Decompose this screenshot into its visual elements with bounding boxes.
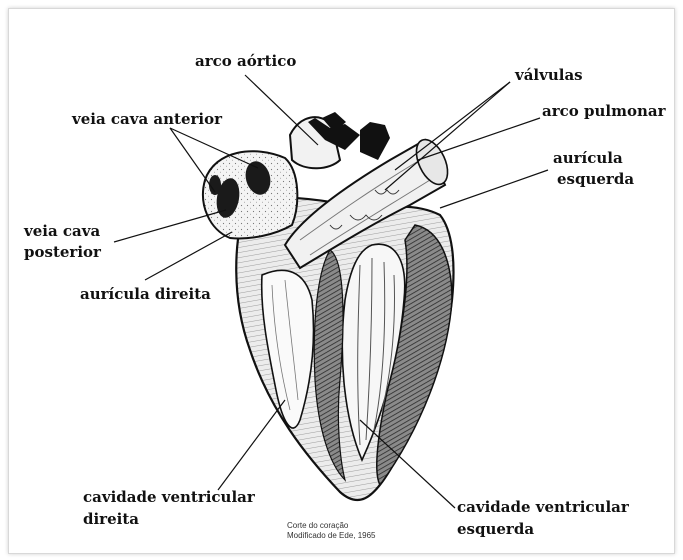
label-auricula-direita: aurícula direita xyxy=(80,285,211,304)
label-veia-cava-anterior: veia cava anterior xyxy=(72,110,222,129)
label-auricula-esquerda-1: aurícula xyxy=(553,149,623,168)
label-cavidade-ventricular-direita-1: cavidade ventricular xyxy=(83,488,255,507)
label-veia-cava-posterior-1: veia cava xyxy=(24,222,100,241)
caption-line-1: Corte do coração xyxy=(287,521,348,531)
label-valvulas: válvulas xyxy=(515,66,583,85)
label-veia-cava-posterior-2: posterior xyxy=(24,243,101,262)
label-arco-pulmonar: arco pulmonar xyxy=(542,102,665,121)
label-cavidade-ventricular-esquerda-1: cavidade ventricular xyxy=(457,498,629,517)
label-arco-aortico: arco aórtico xyxy=(195,52,296,71)
label-auricula-esquerda-2: esquerda xyxy=(557,170,634,189)
label-cavidade-ventricular-esquerda-2: esquerda xyxy=(457,520,534,539)
caption-line-2: Modificado de Ede, 1965 xyxy=(287,531,376,541)
label-cavidade-ventricular-direita-2: direita xyxy=(83,510,139,529)
